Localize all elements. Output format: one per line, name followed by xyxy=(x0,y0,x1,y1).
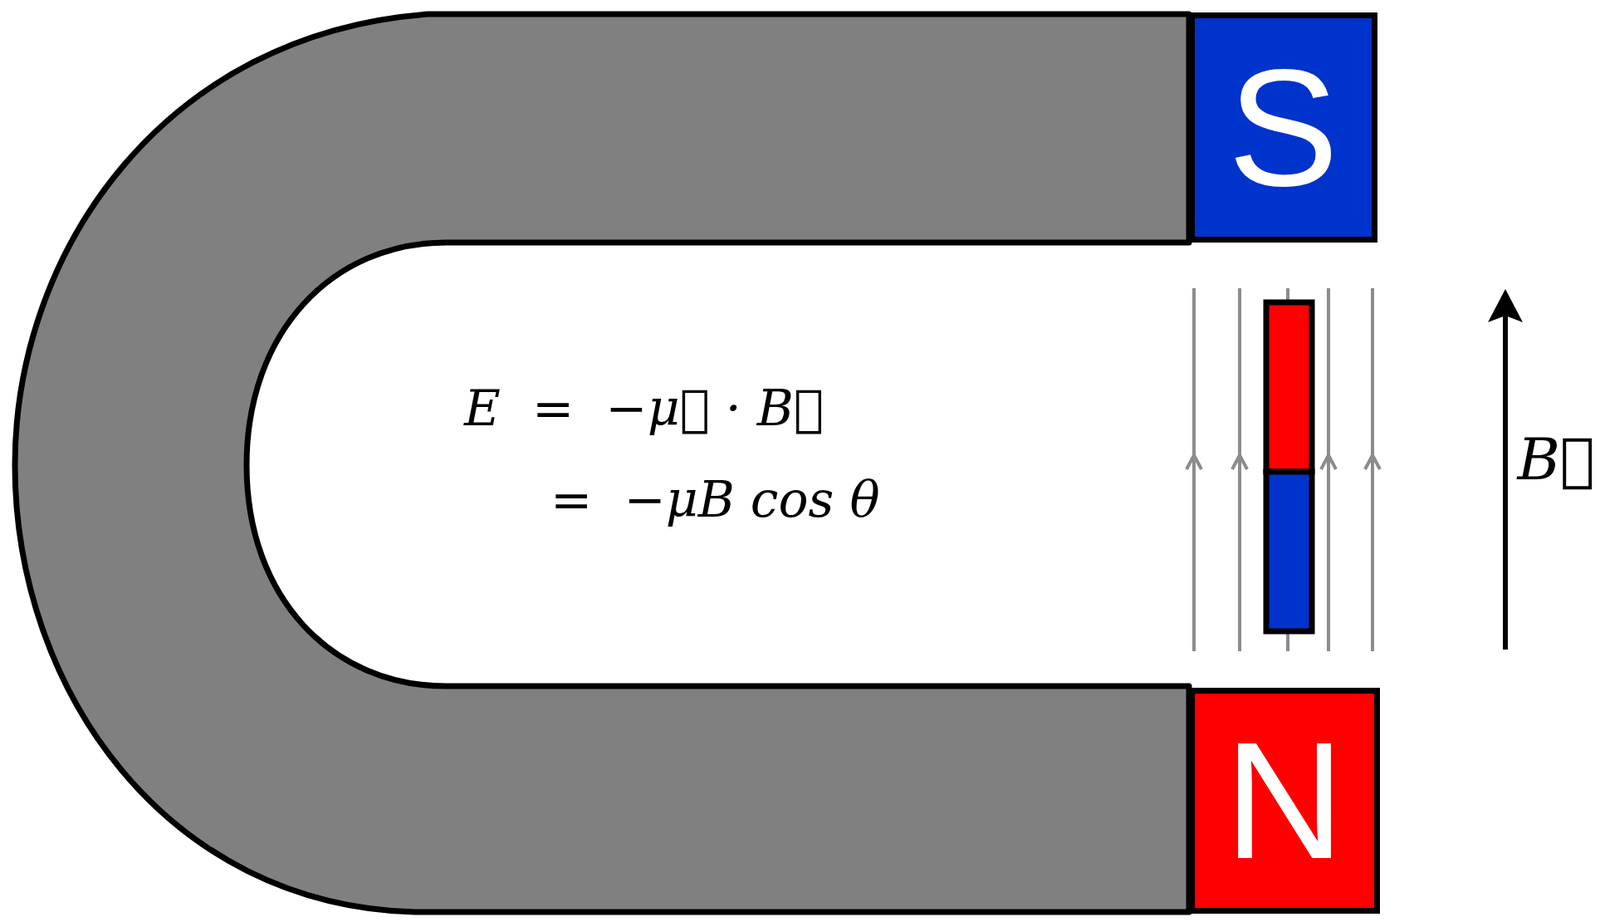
field-arrowhead xyxy=(1487,288,1523,323)
field-line xyxy=(1192,288,1196,651)
field-arrowhead xyxy=(1232,455,1248,470)
field-arrowhead xyxy=(1365,455,1380,470)
south-pole: S xyxy=(1188,12,1378,243)
field-label: B⃗ xyxy=(1517,427,1596,492)
field-line xyxy=(1237,288,1242,651)
north-pole: N xyxy=(1188,687,1380,914)
bar-magnet-south xyxy=(1266,471,1312,632)
energy-equation: E = −μ⃗ · B⃗ xyxy=(464,380,824,436)
horseshoe-magnet xyxy=(14,14,1189,912)
bar-magnet-north xyxy=(1266,302,1312,472)
field-line xyxy=(1370,288,1375,651)
energy-equation: = −μB cos θ xyxy=(550,471,881,527)
field-lines xyxy=(1186,288,1380,651)
field-arrowhead xyxy=(1186,455,1202,470)
pole-letter: S xyxy=(1228,44,1339,211)
field-arrow xyxy=(1502,311,1508,650)
field-line xyxy=(1326,288,1331,651)
pole-letter: N xyxy=(1224,717,1345,884)
field-arrowhead xyxy=(1321,455,1336,470)
